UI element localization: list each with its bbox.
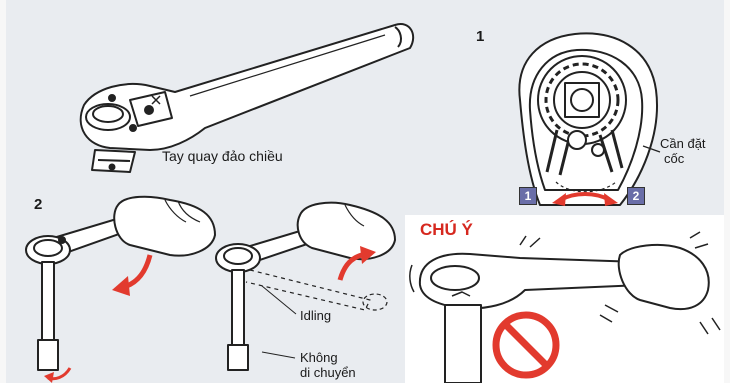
warning-panel [405,215,724,383]
small-arrow-head [44,372,54,383]
position-2-badge: 2 [627,187,645,205]
step-2-number: 2 [34,196,42,213]
socket-lever-label-line1: Cần đặt [660,137,706,151]
warning-label: CHÚ Ý [420,220,473,240]
not-moving-label-line2: di chuyển [300,366,356,380]
arrow-head [112,276,130,296]
right-border [724,0,730,383]
socket-lever-label-line2: cốc [664,152,684,166]
ratchet-idling-icon [216,203,395,370]
ratchet-head-closeup-icon [519,33,660,205]
left-border [0,0,6,383]
reversing-lever-label: Tay quay đảo chiều [162,148,283,164]
step-1-number: 1 [476,28,484,45]
not-moving-label-line1: Không [300,351,338,365]
position-1-badge: 1 [519,187,537,205]
idling-label: Idling [300,308,331,323]
